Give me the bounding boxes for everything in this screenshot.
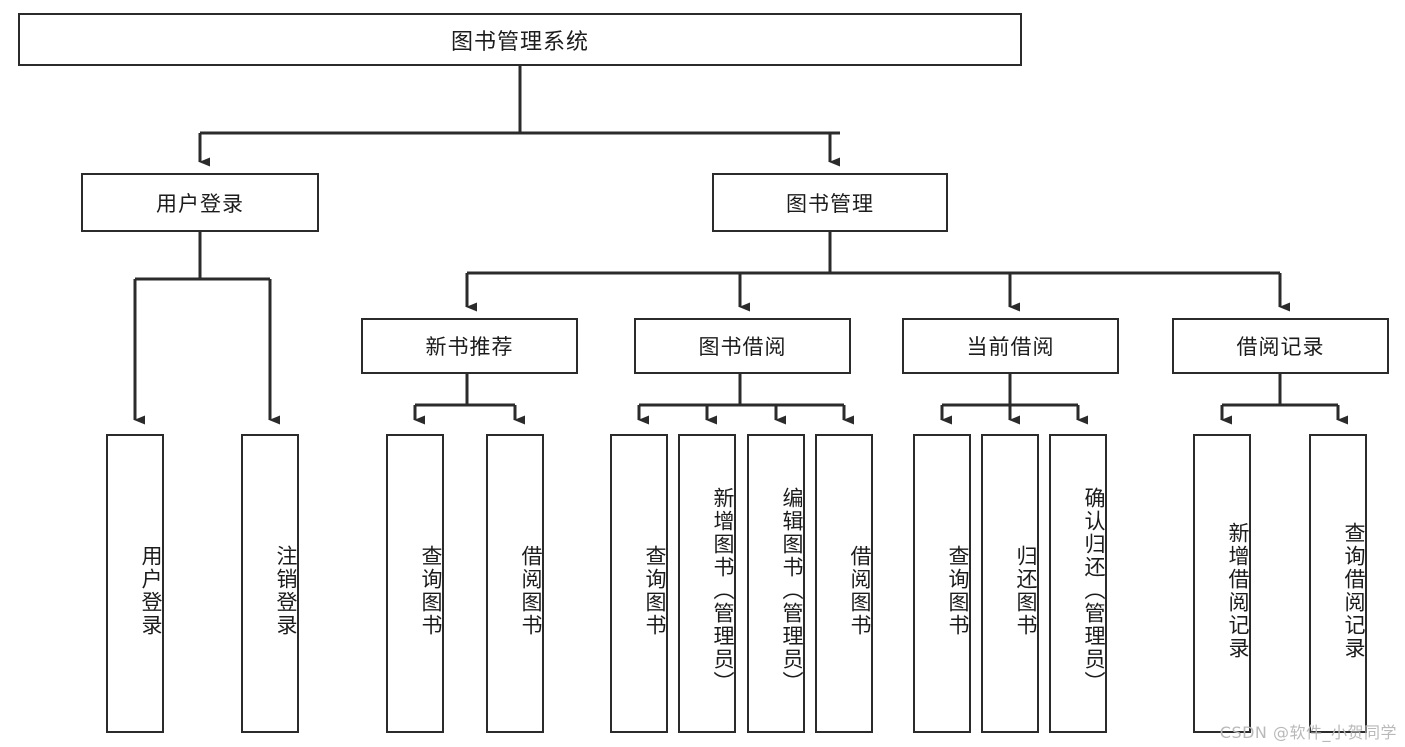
leaf-text-line: 图书 <box>419 590 443 637</box>
leaf-query-book-1[interactable]: 查询图书 <box>386 434 444 733</box>
node-new-book-rec-label: 新书推荐 <box>425 335 514 359</box>
leaf-text-line: 理员 <box>1082 625 1106 671</box>
leaf-text-line: 查询 <box>643 544 667 591</box>
leaf-text-line: 图书 <box>711 533 735 579</box>
leaf-query-record[interactable]: 查询借阅记录 <box>1309 434 1367 733</box>
leaf-text-line: 归还 <box>1014 544 1038 591</box>
leaf-text-line: 图书 <box>780 533 804 579</box>
leaf-text-line: （管 <box>711 579 735 625</box>
leaf-text-line: 查询 <box>1342 521 1366 568</box>
node-root-label: 图书管理系统 <box>450 29 589 55</box>
node-book-borrow[interactable]: 图书借阅 <box>634 318 851 374</box>
node-borrow-record-label: 借阅记录 <box>1236 335 1325 359</box>
leaf-text-line: 图书 <box>643 590 667 637</box>
leaf-text-line: 归还 <box>1082 533 1106 579</box>
leaf-confirm-return[interactable]: 确认归还（管理员） <box>1049 434 1107 733</box>
leaf-text-line: 确认 <box>1082 487 1106 533</box>
node-user-login-label: 用户登录 <box>156 191 244 216</box>
leaf-edit-book[interactable]: 编辑图书（管理员） <box>747 434 805 733</box>
node-borrow-record[interactable]: 借阅记录 <box>1172 318 1389 374</box>
leaf-text-line: ） <box>1082 671 1106 694</box>
leaf-text-line: 图书 <box>946 590 970 637</box>
leaf-return-book[interactable]: 归还图书 <box>981 434 1039 733</box>
leaf-query-book-3[interactable]: 查询图书 <box>913 434 971 733</box>
leaf-text-line: 借阅 <box>848 544 872 591</box>
leaf-borrow-book-2[interactable]: 借阅图书 <box>815 434 873 733</box>
leaf-user-login[interactable]: 用户登录 <box>106 434 164 733</box>
leaf-text-line: 借阅 <box>1342 567 1366 614</box>
node-book-borrow-label: 图书借阅 <box>698 335 787 359</box>
leaf-text-line: 新增 <box>711 487 735 533</box>
leaf-add-book[interactable]: 新增图书（管理员） <box>678 434 736 733</box>
leaf-text-line: 登录 <box>139 590 163 637</box>
node-current-borrow-label: 当前借阅 <box>966 335 1055 359</box>
node-new-book-rec[interactable]: 新书推荐 <box>361 318 578 374</box>
leaf-text-line: （管 <box>1082 579 1106 625</box>
leaf-query-book-2[interactable]: 查询图书 <box>610 434 668 733</box>
leaf-text-line: 查询 <box>946 544 970 591</box>
watermark: CSDN @软件_小贺同学 <box>1219 723 1397 742</box>
leaf-text-line: 图书 <box>519 590 543 637</box>
leaf-text-line: ） <box>780 671 804 694</box>
leaf-add-record[interactable]: 新增借阅记录 <box>1193 434 1251 733</box>
leaf-text-line: 记录 <box>1226 613 1250 660</box>
node-root[interactable]: 图书管理系统 <box>18 13 1022 66</box>
leaf-text-line: （管 <box>780 579 804 625</box>
leaf-text-line: 理员 <box>780 625 804 671</box>
leaf-text-line: 借阅 <box>1226 567 1250 614</box>
leaf-text-line: 理员 <box>711 625 735 671</box>
node-book-manage[interactable]: 图书管理 <box>712 173 948 232</box>
node-book-manage-label: 图书管理 <box>786 191 874 216</box>
leaf-text-line: 编辑 <box>780 487 804 533</box>
node-user-login[interactable]: 用户登录 <box>81 173 319 232</box>
leaf-text-line: 查询 <box>419 544 443 591</box>
leaf-text-line: ） <box>711 671 735 694</box>
leaf-text-line: 新增 <box>1226 521 1250 568</box>
leaf-text-line: 图书 <box>1014 590 1038 637</box>
leaf-user-logout[interactable]: 注销登录 <box>241 434 299 733</box>
leaf-text-line: 登录 <box>274 590 298 637</box>
leaf-text-line: 图书 <box>848 590 872 637</box>
leaf-text-line: 借阅 <box>519 544 543 591</box>
node-current-borrow[interactable]: 当前借阅 <box>902 318 1119 374</box>
leaf-borrow-book-1[interactable]: 借阅图书 <box>486 434 544 733</box>
leaf-text-line: 注销 <box>274 544 298 591</box>
leaf-text-line: 记录 <box>1342 613 1366 660</box>
leaf-text-line: 用户 <box>139 544 163 591</box>
